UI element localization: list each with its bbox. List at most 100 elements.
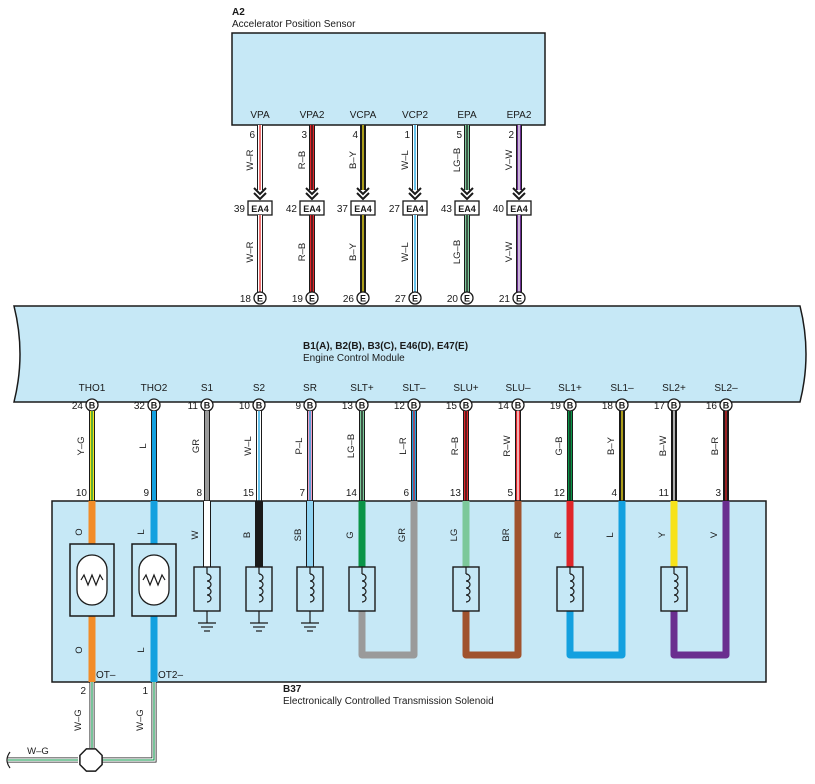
ground-wire-ot2-stripe — [102, 682, 155, 761]
transmission-wire-color-label: B–W — [658, 436, 669, 457]
internal-color-label: G — [345, 531, 356, 538]
solenoid-pin-number: 14 — [346, 488, 358, 499]
solenoid-pin-number: 4 — [611, 488, 617, 499]
accelerator-sensor-box — [231, 32, 546, 126]
connector-chevron-icon — [460, 192, 474, 201]
transmission-wire-color-label: Y–G — [76, 436, 87, 455]
ecm-signal-label: SR — [303, 383, 317, 394]
splice-point-icon — [79, 748, 103, 772]
ecm-connector-b-letter: B — [515, 401, 522, 411]
ecm-signal-label: SLT+ — [350, 383, 374, 394]
sensor-signal-label: EPA2 — [507, 110, 532, 121]
junction-connector-label: EA4 — [354, 204, 372, 214]
ecm-signal-label: S1 — [201, 383, 214, 394]
ecm-signal-label: SL1– — [610, 383, 634, 394]
transmission-wire-color-label: G–B — [554, 436, 565, 455]
transmission-wire-color-label: R–B — [450, 437, 461, 455]
solenoid-pin-number: 12 — [554, 488, 566, 499]
solenoid-pin-number: 5 — [507, 488, 513, 499]
ecm-connector-b-letter: B — [256, 401, 263, 411]
internal-color-label: R — [553, 531, 564, 538]
thermistor1-minus-label: OT– — [96, 670, 116, 681]
internal-color-label: BR — [501, 528, 512, 541]
junction-pin-number: 40 — [493, 204, 505, 215]
resistor-icon — [142, 573, 166, 587]
solenoid-pin-number: 10 — [76, 488, 88, 499]
ecm-pin-number: 16 — [706, 401, 718, 412]
ecm-signal-label: SL2– — [714, 383, 738, 394]
thermistor1-capsule — [76, 554, 108, 606]
junction-connector-label: EA4 — [510, 204, 528, 214]
connector-chevron-icon — [253, 192, 267, 201]
internal-color-label: V — [709, 531, 720, 538]
ecm-connector-b-letter: B — [411, 401, 418, 411]
ecm-connector-e-circle — [408, 291, 422, 305]
internal-color-label: GR — [397, 528, 408, 542]
solenoid-pin-number: 13 — [450, 488, 462, 499]
connector-chevron-icon — [253, 187, 267, 196]
coil-icon — [569, 573, 575, 603]
internal-color-label: B — [242, 532, 253, 538]
ecm-pin-number: 19 — [550, 401, 562, 412]
solenoid-pair-1-minus-loop — [462, 501, 522, 659]
junction-pin-number: 37 — [337, 204, 349, 215]
ecm-signal-label: SLU+ — [453, 383, 478, 394]
solenoid-pin-number: 15 — [243, 488, 255, 499]
ecm-connector-b-letter: B — [463, 401, 470, 411]
sensor-pin-number: 1 — [404, 130, 410, 141]
ecm-connector-e-circle — [356, 291, 370, 305]
transmission-wire-color-label: L — [138, 443, 149, 448]
ecm-pin-number: 12 — [394, 401, 406, 412]
ecm-connector-b-letter: B — [619, 401, 626, 411]
ecm-connector-e-letter: E — [464, 294, 470, 304]
sensor-signal-label: EPA — [457, 110, 477, 121]
ecm-connector-e-letter: E — [257, 294, 263, 304]
ecm-pin-number: 18 — [602, 401, 614, 412]
junction-pin-number: 42 — [286, 204, 298, 215]
solenoid-pin-number: 8 — [196, 488, 202, 499]
solenoid-pin-number: 7 — [299, 488, 305, 499]
coil-icon — [465, 573, 471, 603]
ecm-connector-b-letter: B — [723, 401, 730, 411]
coil-icon — [258, 573, 264, 603]
junction-connector-label: EA4 — [251, 204, 269, 214]
ecm-connector-b-letter: B — [359, 401, 366, 411]
internal-color-label: O — [74, 528, 85, 535]
transmission-wire-color-label: R–W — [502, 435, 513, 456]
sensor-signal-label: VCPA — [350, 110, 377, 121]
ground-wire-label: W–G — [27, 746, 49, 757]
internal-color-label: LG — [449, 529, 460, 542]
ecm-pin-number: 19 — [292, 294, 304, 305]
sensor-wire-color-label: V–W — [504, 150, 515, 171]
ecm-code: B1(A), B2(B), B3(C), E46(D), E47(E) — [303, 341, 468, 352]
connector-chevron-icon — [305, 192, 319, 201]
transmission-wire-group: THO1B24Y–G10OT+THO2B32L9OT2+S1B11GR8S1S2… — [72, 383, 756, 517]
ecm-signal-label: SLU– — [505, 383, 530, 394]
junction-connector-label: EA4 — [406, 204, 424, 214]
connector-chevron-icon — [356, 187, 370, 196]
ecm-pin-number: 32 — [134, 401, 146, 412]
solenoid-pin-number: 6 — [403, 488, 409, 499]
sensor-wire-color-label: W–L — [400, 242, 411, 262]
ecm-pin-number: 17 — [654, 401, 666, 412]
sensor-wire-color-label: LG–B — [452, 240, 463, 264]
transmission-wire-color-label: GR — [191, 439, 202, 453]
sensor-signal-label: VCP2 — [402, 110, 429, 121]
junction-pin-number: 43 — [441, 204, 453, 215]
ot2-minus-pin: 1 — [142, 686, 148, 697]
ecm-signal-label: SL1+ — [558, 383, 582, 394]
b37-name: Electronically Controlled Transmission S… — [283, 696, 494, 707]
junction-connector-label: EA4 — [303, 204, 321, 214]
connector-chevron-icon — [305, 187, 319, 196]
ecm-connector-b-letter: B — [151, 401, 158, 411]
sensor-wire-color-label: R–B — [297, 151, 308, 169]
ecm-connector-e-letter: E — [412, 294, 418, 304]
internal-color-label: L — [136, 529, 147, 534]
ecm-connector-e-letter: E — [516, 294, 522, 304]
transmission-wire-color-label: W–L — [243, 436, 254, 456]
sensor-wire-group: VPA6W–REA439W–RE18VPAVPA23R–BEA442R–BE19… — [234, 110, 532, 320]
thermistor2-capsule — [138, 554, 170, 606]
junction-pin-number: 39 — [234, 204, 246, 215]
